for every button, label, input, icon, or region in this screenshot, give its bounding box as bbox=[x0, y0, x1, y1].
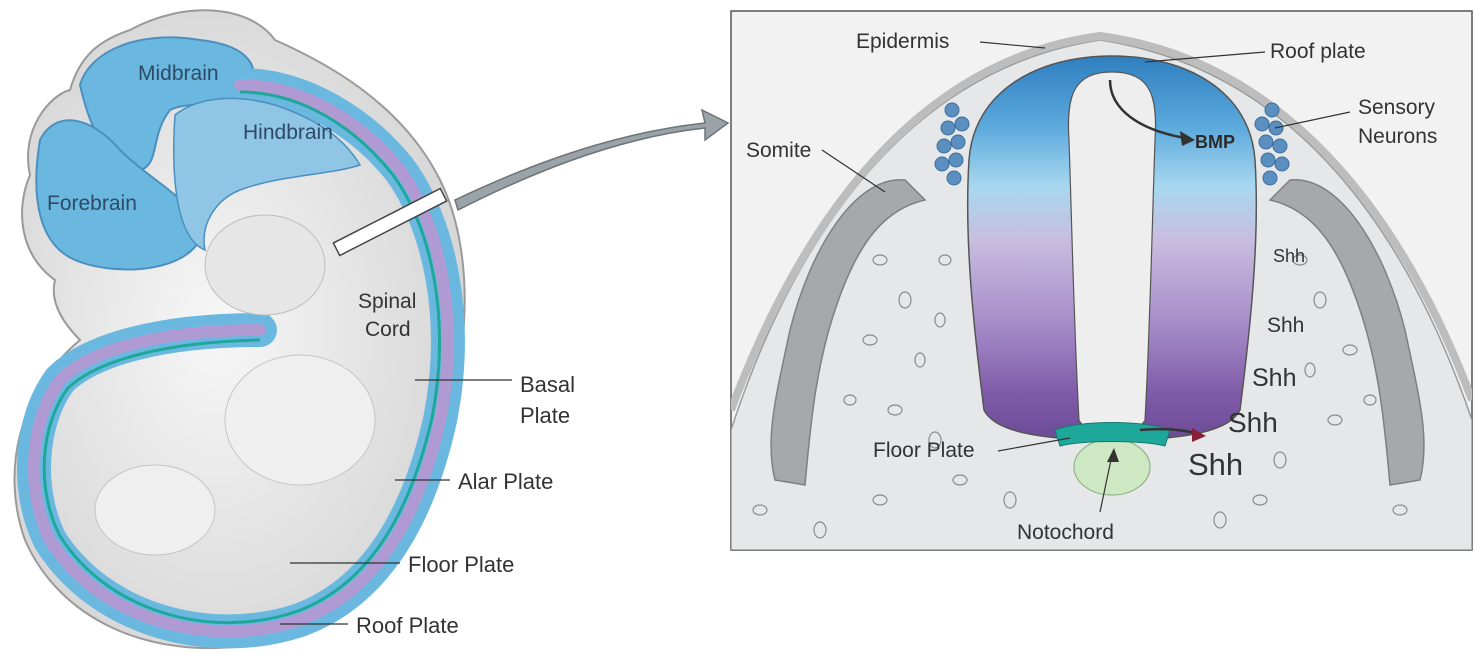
somite-label: Somite bbox=[746, 139, 811, 162]
heart-bulge bbox=[225, 355, 375, 485]
shh-label-1: Shh bbox=[1273, 246, 1305, 266]
branchial-arch bbox=[205, 215, 325, 315]
roof-plate-label: Roof Plate bbox=[356, 613, 459, 638]
alar-plate-label: Alar Plate bbox=[458, 469, 553, 494]
epidermis-label: Epidermis bbox=[856, 30, 949, 53]
floor-plate-label: Floor Plate bbox=[408, 552, 514, 577]
basal-plate-label-line2: Plate bbox=[520, 403, 570, 428]
hindbrain-label: Hindbrain bbox=[243, 121, 333, 144]
notochord-label: Notochord bbox=[1017, 521, 1114, 544]
spinal-cord-label-line2: Cord bbox=[365, 318, 411, 341]
shh-label-2: Shh bbox=[1267, 314, 1304, 337]
shh-label-3: Shh bbox=[1252, 364, 1296, 392]
shh-label-5: Shh bbox=[1188, 447, 1243, 482]
basal-plate-label-line1: Basal bbox=[520, 372, 575, 397]
notochord bbox=[1074, 439, 1150, 495]
neural-tube-lumen bbox=[1068, 72, 1155, 434]
zoom-arrow bbox=[455, 110, 728, 210]
midbrain-label: Midbrain bbox=[138, 62, 219, 85]
roof-plate-section-label: Roof plate bbox=[1270, 40, 1366, 63]
floor-plate-section-label: Floor Plate bbox=[873, 439, 975, 462]
sensory-neurons-label-line1: Sensory bbox=[1358, 96, 1436, 119]
shh-label-4: Shh bbox=[1228, 407, 1278, 438]
neural-tube-cross-section: Epidermis Roof plate Sensory Neurons Som… bbox=[731, 11, 1472, 550]
sensory-neurons-label-line2: Neurons bbox=[1358, 125, 1437, 148]
limb-bud bbox=[95, 465, 215, 555]
forebrain-label: Forebrain bbox=[47, 192, 137, 215]
spinal-cord-label-line1: Spinal bbox=[358, 290, 416, 313]
embryo-illustration: Midbrain Hindbrain Forebrain Spinal Cord… bbox=[14, 10, 728, 648]
bmp-label: BMP bbox=[1195, 132, 1235, 152]
